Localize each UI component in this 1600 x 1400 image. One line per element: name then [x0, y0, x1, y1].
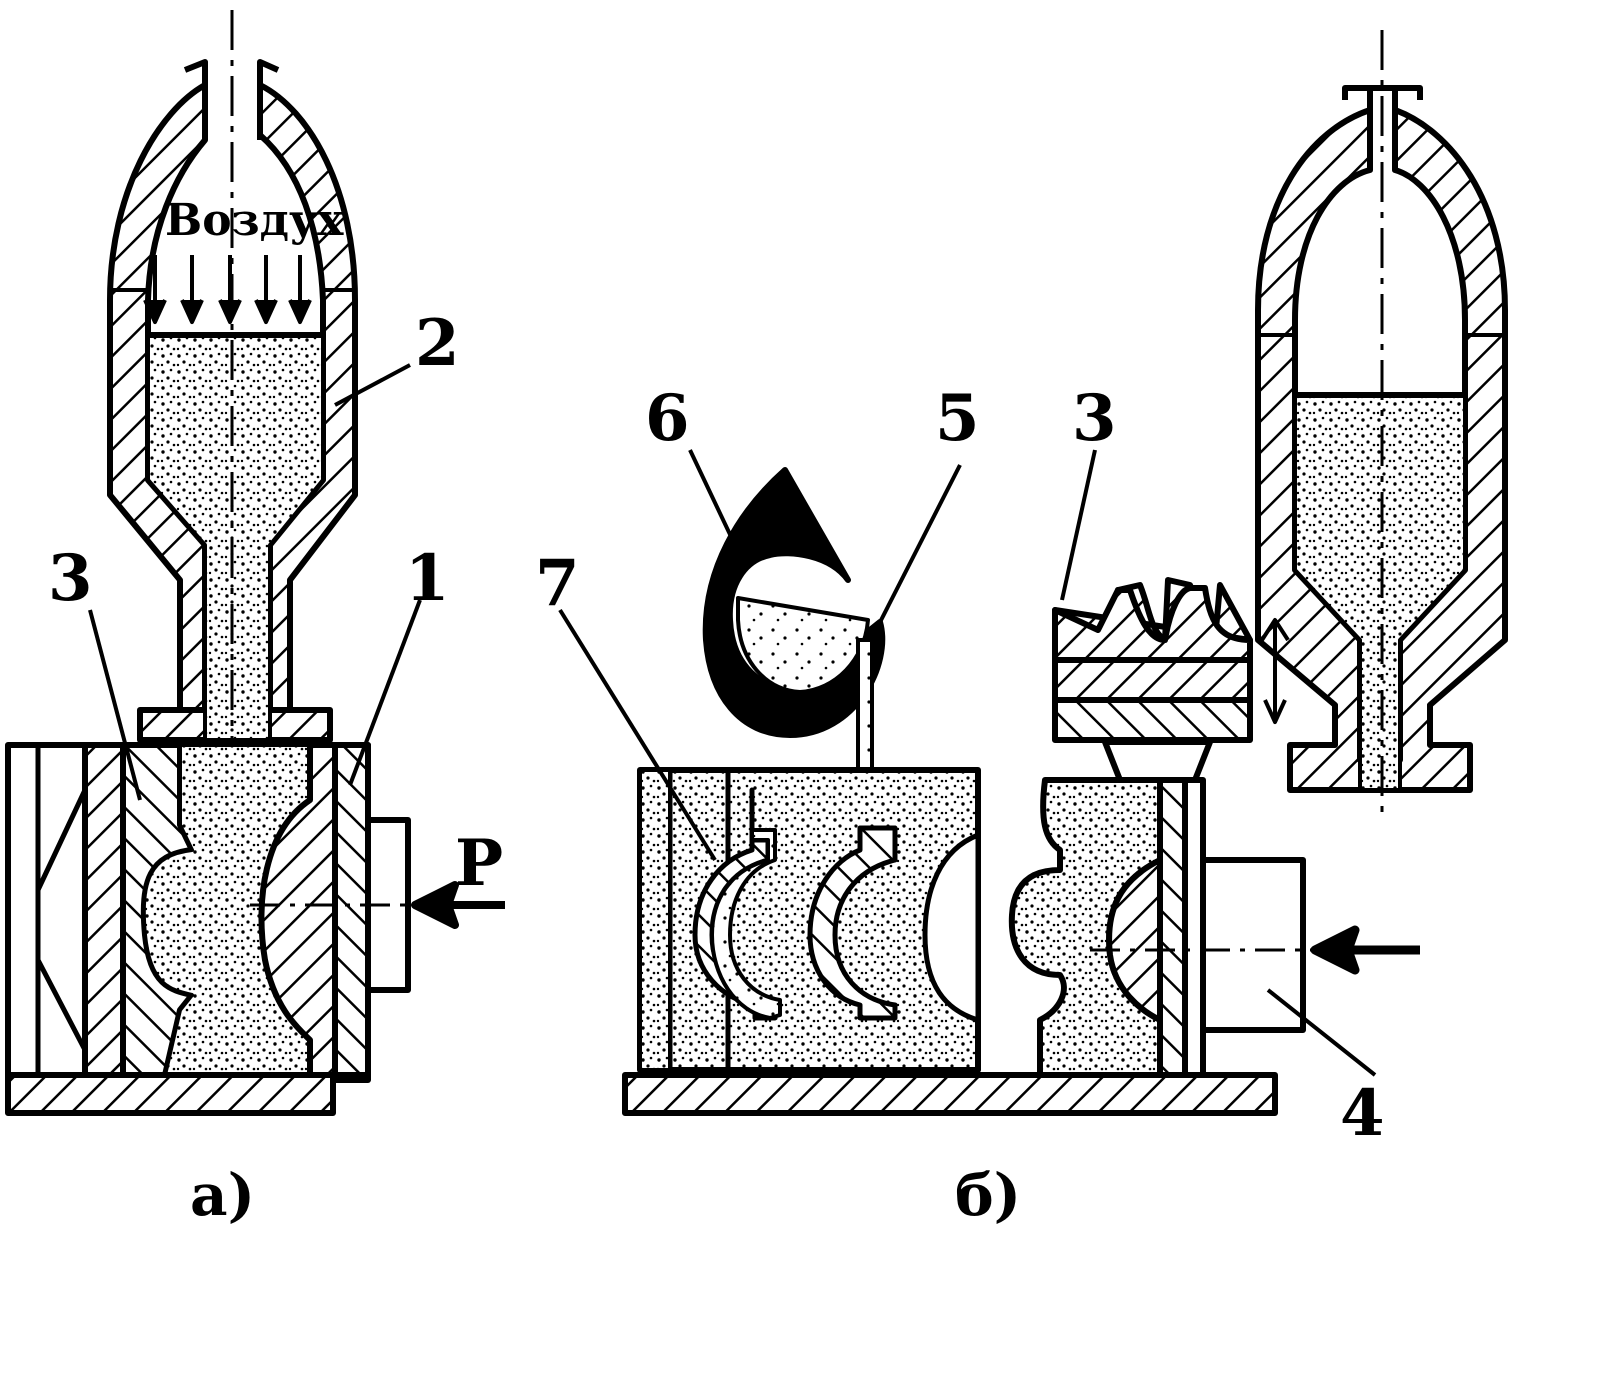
- pattern-stem: [1102, 739, 1213, 783]
- sand-in-hood: [146, 333, 325, 742]
- leader-3b: [1060, 449, 1097, 601]
- leader-4: [1266, 988, 1377, 1077]
- pattern-carrier: [1052, 657, 1253, 703]
- leader-2: [334, 363, 411, 407]
- leader-3a: [88, 609, 142, 801]
- clamp-plate-b: [1200, 857, 1306, 1033]
- base-plate-b: [622, 1072, 1278, 1116]
- force-label: Р: [455, 826, 503, 901]
- air-inlet-fitting: [183, 59, 280, 140]
- base-plate-a: [5, 1072, 336, 1116]
- callout-2: 2: [415, 306, 460, 381]
- air-arrows: [143, 255, 312, 324]
- panel-a: [5, 10, 505, 1116]
- blow-head-lifted: [1255, 107, 1508, 793]
- ladle: [702, 467, 886, 738]
- core-cavity-2: [807, 825, 898, 1021]
- callout-4: 4: [1340, 1076, 1385, 1151]
- ladle-inner-edge: [782, 468, 851, 582]
- caption-b: б): [955, 1161, 1021, 1229]
- callout-1: 1: [405, 541, 450, 616]
- caption-a: а): [190, 1161, 255, 1229]
- blow-head-lifted-fitting: [1342, 85, 1423, 110]
- callout-6: 6: [645, 381, 690, 456]
- callout-5: 5: [935, 381, 980, 456]
- pattern-plate-teeth: [1052, 585, 1253, 663]
- lift-arrow: [1260, 618, 1290, 724]
- air-label: Воздух: [165, 195, 344, 246]
- leader-1: [348, 599, 422, 786]
- left-support: [35, 745, 88, 1075]
- sand-in-lifted-head: [1293, 393, 1467, 792]
- leader-5: [873, 464, 962, 633]
- force-arrow-head: [411, 881, 505, 929]
- callout-7: 7: [535, 546, 580, 621]
- panel-b: [558, 30, 1508, 1116]
- leader-7: [558, 608, 717, 862]
- callout-3-left: 3: [48, 541, 93, 616]
- labels: Воздух Р 2 3 1 6 5 3 7 4 а) б): [48, 195, 1385, 1229]
- clamp-arrow-head: [1310, 925, 1420, 975]
- leader-6: [688, 449, 737, 546]
- core-cavity-3: [922, 832, 981, 1023]
- callout-3-right: 3: [1072, 381, 1117, 456]
- core-box-b-half: [1106, 857, 1163, 1023]
- core-box-half-right: [258, 742, 338, 1078]
